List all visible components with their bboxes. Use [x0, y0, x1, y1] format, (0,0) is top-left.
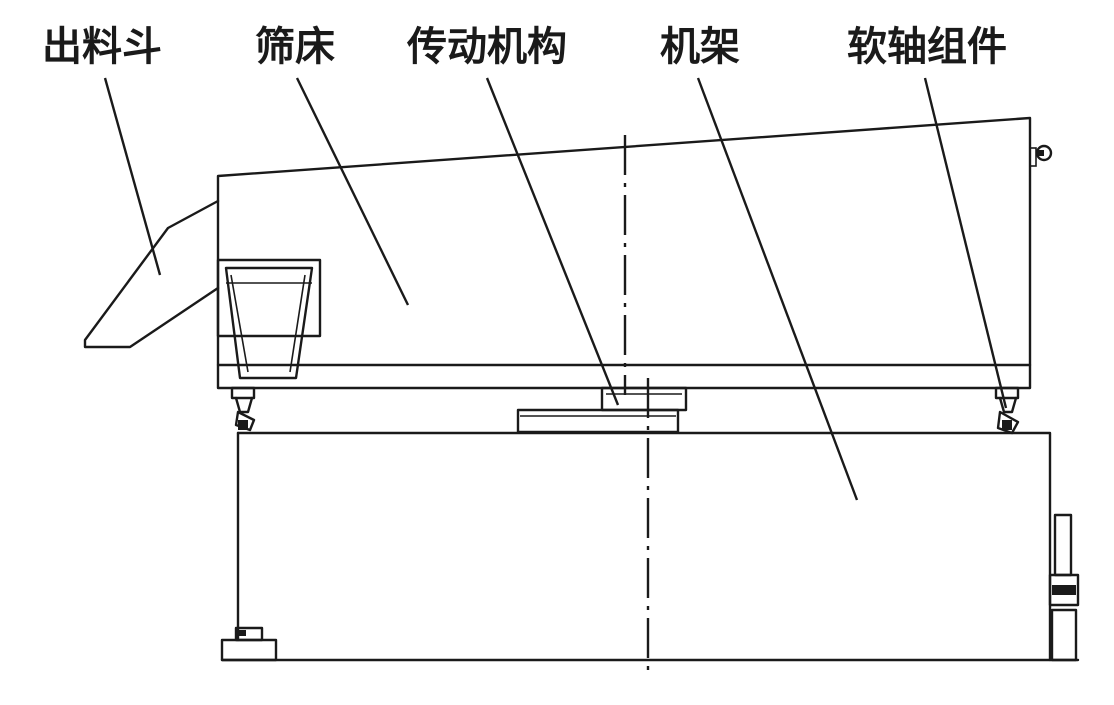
- leader-drive-mechanism: [485, 77, 620, 406]
- label-drive-mechanism: 传动机构: [406, 24, 567, 70]
- label-frame: 机架: [660, 24, 740, 70]
- leader-discharge-hopper: [103, 77, 162, 276]
- leader-flexible-shaft-assembly: [923, 77, 1008, 409]
- drive-mechanism-body: [516, 386, 688, 434]
- leader-frame: [696, 77, 859, 501]
- label-discharge-hopper: 出料斗: [42, 24, 162, 70]
- outlet-chute: [216, 258, 322, 380]
- leader-lines: [103, 77, 1008, 501]
- leader-screen-bed: [295, 77, 410, 306]
- label-screen-bed: 筛床: [255, 24, 335, 70]
- screen-bed-body: [216, 116, 1053, 390]
- left-shaft-assembly: [230, 386, 256, 432]
- label-flexible-shaft-assembly: 软轴组件: [847, 24, 1007, 70]
- discharge-hopper-body: [83, 199, 220, 349]
- right-shaft-assembly: [994, 386, 1020, 435]
- frame-body: [220, 431, 1080, 662]
